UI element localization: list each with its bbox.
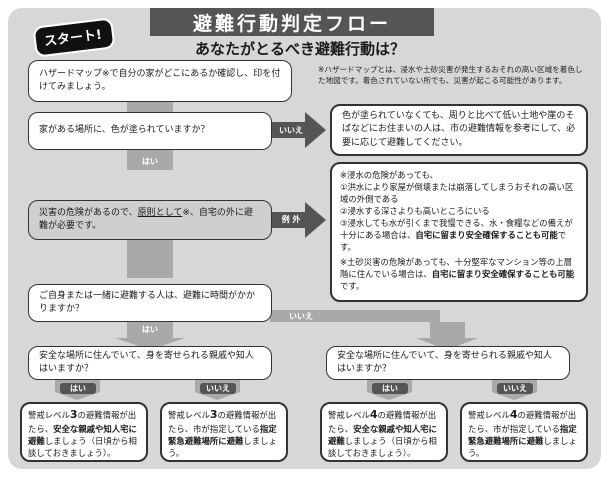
res1-e: しましょう（日頃から相談しておきましょう）。: [28, 436, 137, 459]
q3-underline: 原則として: [137, 207, 183, 218]
no-label-1: いいえ: [279, 126, 303, 135]
question-need-time: ご自身または一緒に避難する人は、避難に時間がかかりますか？: [28, 284, 272, 322]
res3-e: しましょう（日頃から相談しておきましょう）。: [328, 436, 437, 459]
res2-b: 3: [209, 408, 218, 421]
yes-label-2: はい: [142, 325, 158, 334]
res2-a: 警戒レベル: [168, 410, 210, 420]
question-relatives-left-text: 安全な場所に住んでいて、身を寄せられる親戚や知人はいますか？: [39, 350, 254, 375]
result-level3-relatives: 警戒レベル3の避難情報が出たら、安全な親戚や知人宅に避難しましょう（日頃から相談…: [20, 402, 148, 462]
exception-line5: ※土砂災害の危険があっても、十分堅牢なマンション等の上層階に住んでいる場合は、自…: [340, 257, 578, 293]
arrow-main-2: [127, 238, 173, 278]
res1-b: 3: [69, 408, 78, 421]
exception-line3: ②浸水する深さよりも高いところにいる: [340, 205, 490, 216]
question-area-colored-text: 家がある場所に、色が塗られていますか？: [39, 125, 210, 136]
pill-no-right: いいえ: [497, 383, 533, 394]
question-relatives-left: 安全な場所に住んでいて、身を寄せられる親戚や知人はいますか？: [28, 346, 272, 380]
exception-line4-bold: 自宅に留まり安全確保することも可能: [415, 229, 558, 240]
result-not-colored-text: 色が塗られていなくても、周りと比べて低い土地や崖のそばなどにお住まいの人は、市の…: [342, 110, 576, 148]
question-need-time-text: ご自身または一緒に避難する人は、避難に時間がかかりますか？: [39, 290, 256, 315]
exception-label: 例 外: [281, 215, 301, 224]
hazard-map-note: ※ハザードマップとは、浸水や土砂災害が発生するおそれの高い区域を着色した地図です…: [318, 65, 583, 85]
res3-b: 4: [369, 408, 378, 421]
step-check-hazard-map: ハザードマップ※で自分の家がどこにあるか確認し、印を付けてみましょう。: [28, 60, 292, 102]
step-evacuate-outside-text: 災害の危険があるので、原則として※、自宅の外に避難が必要です。: [29, 207, 271, 234]
arrow-yes-2: [115, 318, 185, 350]
page-title: 避難行動判定フロー: [150, 8, 434, 36]
exception-line5-text: ※土砂災害の危険があっても、十分堅牢なマンション等の上層階に住んでいる場合は、: [340, 257, 573, 280]
res4-d: 指定緊急避難場所に避難: [468, 423, 577, 447]
question-area-colored: 家がある場所に、色が塗られていますか？: [28, 112, 272, 150]
res2-d: 指定緊急避難場所に避難: [168, 423, 277, 447]
res4-a: 警戒レベル: [468, 410, 510, 420]
page-subtitle: あなたがとるべき避難行動は？: [194, 40, 405, 58]
res1-c: の避難情報が出たら、: [28, 410, 137, 434]
arrow-exception: [270, 202, 326, 238]
pill-yes-right: はい: [372, 383, 408, 394]
result-not-colored: 色が塗られていなくても、周りと比べて低い土地や崖のそばなどにお住まいの人は、市の…: [330, 104, 588, 156]
result-level4-relatives: 警戒レベル4の避難情報が出たら、安全な親戚や知人宅に避難しましょう（日頃から相談…: [320, 402, 448, 462]
question-relatives-right: 安全な場所に住んでいて、身を寄せられる親戚や知人はいますか？: [326, 346, 570, 380]
res4-e: しましょう。: [468, 436, 577, 459]
no-label-2: いいえ: [289, 312, 313, 321]
result-level3-shelter: 警戒レベル3の避難情報が出たら、市が指定している指定緊急避難場所に避難しましょう…: [160, 402, 288, 462]
res2-c: の避難情報が出たら、市が指定している: [168, 410, 277, 434]
exception-line1: ※浸水の危険があっても、: [340, 170, 439, 180]
res3-a: 警戒レベル: [328, 410, 370, 420]
step-check-hazard-map-text: ハザードマップ※で自分の家がどこにあるか確認し、印を付けてみましょう。: [39, 68, 281, 93]
exception-line5-end: です。: [340, 281, 365, 292]
exception-line4-text: ③浸水しても水が引くまで我慢できる、水・食糧などの備えが十分にある場合は、: [340, 217, 573, 240]
arrow-no-1: [272, 112, 326, 148]
res1-a: 警戒レベル: [28, 410, 70, 420]
q3-part1: 災害の危険があるので、: [39, 207, 138, 218]
exception-line5-bold: 自宅に留まり安全確保することも可能: [431, 269, 575, 280]
exception-line2: ①洪水により家屋が倒壊または崩落してしまうおそれの高い区域の外側である: [340, 181, 574, 204]
res4-b: 4: [509, 408, 518, 421]
exception-details: ※浸水の危険があっても、 ①洪水により家屋が倒壊または崩落してしまうおそれの高い…: [330, 162, 588, 302]
res1-d: 安全な親戚や知人宅に避難: [28, 423, 137, 447]
q3-part2: ※、自宅の外に避難が必要です。: [39, 207, 253, 232]
result-level4-shelter: 警戒レベル4の避難情報が出たら、市が指定している指定緊急避難場所に避難しましょう…: [460, 402, 588, 462]
step-evacuate-outside: 災害の危険があるので、原則として※、自宅の外に避難が必要です。: [28, 200, 272, 240]
pill-yes-left: はい: [60, 383, 96, 394]
question-relatives-right-text: 安全な場所に住んでいて、身を寄せられる親戚や知人はいますか？: [337, 350, 552, 375]
res4-c: の避難情報が出たら、市が指定している: [468, 410, 577, 434]
res3-c: の避難情報が出たら、: [328, 410, 437, 434]
pill-no-left: いいえ: [200, 383, 236, 394]
res2-e: しましょう。: [168, 436, 277, 459]
res3-d: 安全な親戚や知人宅に避難: [328, 423, 437, 447]
arrow-no-2: [270, 310, 478, 350]
exception-line4-end: です。: [340, 229, 567, 252]
yes-label-1: はい: [142, 157, 158, 166]
exception-line4: ③浸水しても水が引くまで我慢できる、水・食糧などの備えが十分にある場合は、自宅に…: [340, 218, 578, 254]
